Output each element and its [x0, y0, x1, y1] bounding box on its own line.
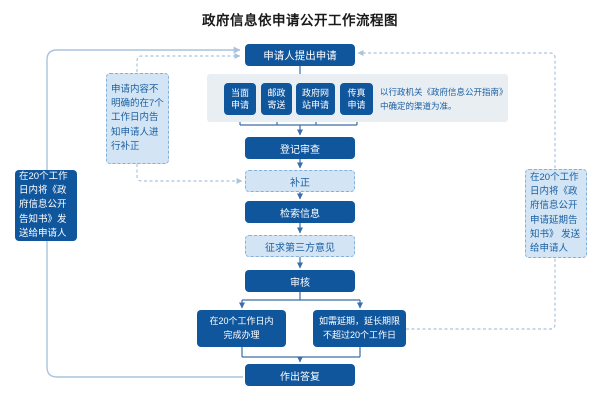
reply-node: 作出答复: [245, 364, 355, 386]
extend-node: 如需延期，延长期限 不超过20个工作日: [313, 310, 406, 347]
notice-right-node: 在20个工作日内将《政府信息公开申请延期告知书》 发送给申请人: [525, 169, 587, 258]
channel-label: 传真: [347, 87, 366, 98]
channel-label: 站申请: [301, 100, 329, 110]
notice-left-text: 在20个工作日内将《政府信息公开告知书》发送给申请人: [19, 170, 68, 239]
review-node: 审核: [245, 270, 355, 292]
reply-label: 作出答复: [280, 371, 320, 383]
notice-left-node: 在20个工作日内将《政府信息公开告知书》发送给申请人: [15, 170, 77, 241]
complete-node: 在20个工作日内 完成办理: [197, 310, 286, 347]
flowchart-title: 政府信息依申请公开工作流程图: [202, 13, 398, 28]
register-label: 登记审查: [280, 144, 320, 156]
extend-line: 不超过20个工作日: [322, 329, 396, 340]
review-label: 审核: [290, 277, 310, 289]
extend-line: 如需延期，延长期限: [318, 315, 400, 326]
notice-right-text: 在20个工作日内将《政府信息公开申请延期告知书》 发送给申请人: [530, 171, 581, 254]
channel-node-post: 邮政 寄送: [261, 83, 292, 115]
guide-note: 以行政机关《政府信息公开指南》中确定的渠道为准。: [380, 87, 508, 112]
apply-node: 申请人提出申请: [245, 44, 355, 66]
channel-label: 邮政: [267, 87, 286, 98]
channel-node-inperson: 当面 申请: [224, 83, 256, 115]
retrieve-label: 检索信息: [280, 208, 320, 220]
complete-line: 在20个工作日内: [209, 315, 274, 326]
correction-note-box: 申请内容不明确的在7个工作日内告知申请人进行补正: [106, 73, 169, 164]
apply-label: 申请人提出申请: [263, 49, 337, 62]
channel-label: 寄送: [267, 100, 286, 110]
retrieve-node: 检索信息: [245, 201, 355, 223]
third-party-label: 征求第三方意见: [265, 242, 335, 254]
channel-node-website: 政府网 站申请: [296, 83, 335, 115]
correction-node: 补正: [245, 170, 355, 192]
correction-note-text: 申请内容不明确的在7个工作日内告知申请人进行补正: [111, 83, 164, 152]
channel-label: 申请: [230, 100, 249, 110]
register-node: 登记审查: [245, 137, 355, 159]
third-party-node: 征求第三方意见: [245, 235, 355, 257]
channel-label: 当面: [230, 87, 249, 98]
channel-label: 政府网: [301, 87, 329, 98]
complete-line: 完成办理: [223, 329, 260, 340]
channel-node-fax: 传真 申请: [340, 83, 373, 115]
channel-label: 申请: [347, 100, 366, 110]
correction-label: 补正: [290, 177, 310, 189]
